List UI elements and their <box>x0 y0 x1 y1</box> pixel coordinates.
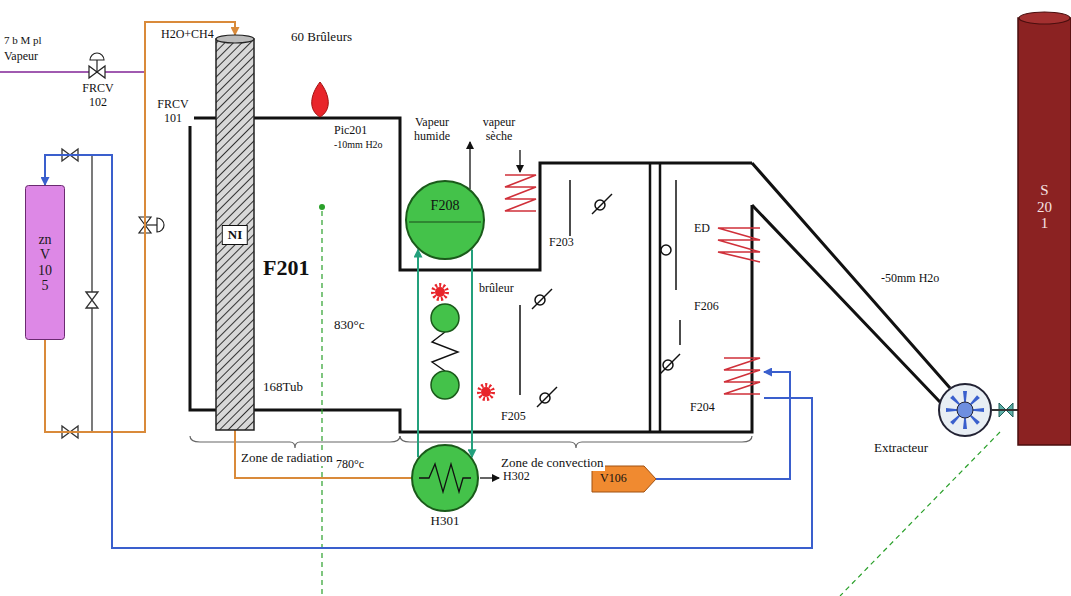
preheat-coil: F204 <box>688 352 764 414</box>
flue-duct <box>752 163 950 402</box>
pipe-connector <box>417 250 419 458</box>
text-label: Zone de convection <box>500 456 605 471</box>
control-valve <box>139 217 164 233</box>
text-label: Zone de radiation <box>240 451 334 466</box>
text-label: F206 <box>693 300 720 314</box>
pipe-connector <box>992 409 1018 411</box>
drum-label: F208 <box>405 198 485 213</box>
pipe-connector <box>45 22 235 432</box>
text-label: brûleur <box>478 282 515 296</box>
pipe-connector <box>45 155 812 548</box>
partition-wall <box>650 163 660 432</box>
bypass-piping <box>62 149 98 438</box>
superheater-coil <box>505 175 536 211</box>
text-label: 168Tub <box>262 380 304 395</box>
steam-drum: F208 <box>405 180 485 260</box>
heat-exchanger-shape <box>411 444 479 512</box>
pipe-connector <box>235 430 411 478</box>
text-label: 830°c <box>333 318 365 333</box>
text-label: F201 <box>262 255 310 280</box>
fan-label: Extracteur <box>874 441 928 455</box>
text-label: F203 <box>548 236 575 250</box>
control-valve <box>89 53 105 78</box>
dashed-line <box>840 432 1000 596</box>
steam-arrow <box>519 150 520 172</box>
text-label: 780°c <box>335 458 365 472</box>
text-label: H2O+CH4 <box>160 28 215 42</box>
burner-flame <box>312 82 329 117</box>
extractor-fan-shape <box>938 383 992 437</box>
text-label: -50mm H2o <box>880 272 940 286</box>
chimney-stack: S201 <box>1018 12 1071 445</box>
coil-label: F204 <box>690 401 715 414</box>
text-label: FRCV 102 <box>78 82 118 110</box>
heat-exchanger: H301 <box>411 444 479 512</box>
damper <box>520 180 680 407</box>
extractor-fan: Extracteur <box>938 383 992 437</box>
text-label: Vapeur <box>3 50 39 64</box>
vessel-name: zn V105 <box>38 232 52 294</box>
text-label: 7 b M pl <box>3 34 43 47</box>
steam-arrow <box>469 142 470 189</box>
text-label: 60 Brûleurs <box>290 30 353 45</box>
pipe-connector <box>656 372 790 479</box>
zone-brace <box>190 436 400 448</box>
text-label: F205 <box>500 410 527 424</box>
water-coil <box>718 228 760 262</box>
text-label: FRCV 101 <box>152 98 194 126</box>
stack-label: S201 <box>1037 182 1052 232</box>
text-label: -10mm H2o <box>333 139 384 151</box>
steam-line <box>0 71 145 73</box>
pipe-connector <box>471 250 473 458</box>
catalyst-tube: NI <box>215 35 255 430</box>
vessel-box: zn V105 <box>25 185 65 340</box>
boiler-coil <box>431 304 459 399</box>
text-label: Vapeur humide <box>405 116 459 144</box>
steam-drum-shape <box>405 180 485 260</box>
text-label: vapeur sèche <box>476 116 522 144</box>
exchanger-label: H301 <box>401 514 489 528</box>
text-label: H302 <box>502 470 531 484</box>
burner-star <box>433 285 493 399</box>
measure-point <box>319 204 325 210</box>
dashed-line <box>321 211 322 596</box>
outlet-arrow <box>480 477 499 478</box>
tube-label: NI <box>222 225 248 245</box>
text-label: Pic201 <box>333 124 368 138</box>
text-label: ED <box>693 222 711 236</box>
source-label: V106 <box>600 472 627 485</box>
